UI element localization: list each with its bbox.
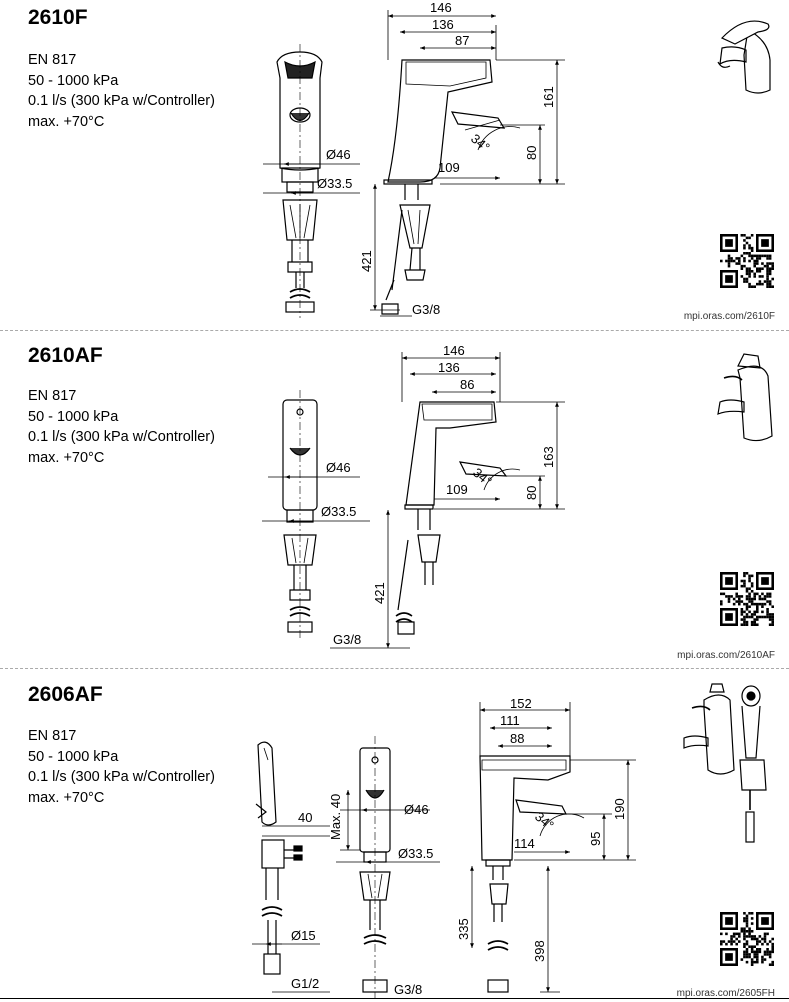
dimension-lines-front [336,790,440,864]
dimension-height-161: 161 [541,86,556,108]
dimension-height-398: 398 [532,940,547,962]
dimension-height-95: 95 [588,832,603,846]
dimension-width-87: 87 [455,33,469,48]
product-sketch [683,683,767,843]
dimension-diameter-33-5: Ø33.5 [398,846,433,861]
dimension-width-136: 136 [438,360,460,375]
side-view-drawing [479,755,571,993]
dimension-diameter-46: Ø46 [326,147,351,162]
dimension-diameter-46: Ø46 [326,460,351,475]
dimension-width-136: 136 [432,17,454,32]
product-sketch [717,20,771,94]
dimension-thread-g3-8: G3/8 [412,302,440,317]
dimension-width-88: 88 [510,731,524,746]
qr-code [720,572,774,626]
front-view-drawing [276,44,323,318]
dimension-height-80: 80 [524,486,539,500]
qr-code [720,912,774,966]
spec-flow: 0.1 l/s (300 kPa w/Controller) [28,93,215,109]
dimension-lines-side [470,702,636,993]
front-view-drawing [359,736,391,998]
section-divider [0,668,789,669]
dimension-lines-front [263,162,360,195]
side-view-drawing [395,401,508,635]
model-title: 2610AF [28,344,103,367]
dimension-lines-hand-shower [252,825,330,993]
spec-temperature: max. +70°C [28,113,105,130]
page-bottom-rule [0,998,789,999]
product-url[interactable]: mpi.oras.com/2610F [683,311,775,322]
dimension-height-163: 163 [541,446,556,468]
product-url[interactable]: mpi.oras.com/2605FH [676,988,775,999]
spec-standard: EN 817 [28,388,77,404]
dimension-height-80: 80 [524,146,539,160]
dimension-diameter-15: Ø15 [291,928,316,943]
dimension-angle-34: 34° [470,465,495,489]
spec-pressure: 50 - 1000 kPa [28,408,119,425]
dimension-width-111: 111 [500,713,520,728]
dimension-spout-109: 109 [446,482,468,497]
dimension-max-40: Max. 40 [328,794,343,840]
dimension-spout-114: 114 [514,836,535,851]
spec-standard: EN 817 [28,728,77,744]
spec-flow: 0.1 l/s (300 kPa w/Controller) [28,429,215,445]
dimension-diameter-46: Ø46 [404,802,429,817]
spec-list: EN 817 50 - 1000 kPa 0.1 l/s (300 kPa w/… [28,50,215,132]
dimension-lines-front [262,475,370,523]
dimension-spout-109: 109 [438,160,460,175]
dimension-height-421: 421 [359,250,374,272]
model-title: 2610F [28,6,88,29]
dimension-thread-g3-8: G3/8 [394,982,422,997]
dimension-height-335: 335 [456,918,471,940]
front-view-drawing [282,390,318,640]
spec-temperature: max. +70°C [28,449,105,466]
dimension-width-146: 146 [443,343,465,358]
dimension-mount-40: 40 [298,810,312,825]
dimension-width-146: 146 [430,0,452,15]
spec-temperature: max. +70°C [28,789,105,806]
dimension-diameter-33-5: Ø33.5 [321,504,356,519]
dimension-width-152: 152 [510,696,532,711]
section-divider [0,330,789,331]
product-sketch [717,353,773,442]
dimension-thread-g1-2: G1/2 [291,976,319,991]
dimension-height-190: 190 [612,798,627,820]
spec-standard: EN 817 [28,52,77,68]
spec-list: EN 817 50 - 1000 kPa 0.1 l/s (300 kPa w/… [28,726,215,808]
product-url[interactable]: mpi.oras.com/2610AF [677,650,775,661]
dimension-diameter-33-5: Ø33.5 [317,176,352,191]
dimension-thread-g3-8: G3/8 [333,632,361,647]
side-view-drawing [381,59,506,315]
dimension-width-86: 86 [460,377,474,392]
spec-pressure: 50 - 1000 kPa [28,72,119,89]
hand-shower-drawing [255,741,303,975]
dimension-height-421: 421 [372,582,387,604]
spec-list: EN 817 50 - 1000 kPa 0.1 l/s (300 kPa w/… [28,386,215,468]
dimension-lines-side [330,352,565,649]
model-title: 2606AF [28,683,103,706]
spec-flow: 0.1 l/s (300 kPa w/Controller) [28,769,215,785]
qr-code [720,234,774,288]
dimension-lines-side [370,10,565,317]
spec-pressure: 50 - 1000 kPa [28,748,119,765]
